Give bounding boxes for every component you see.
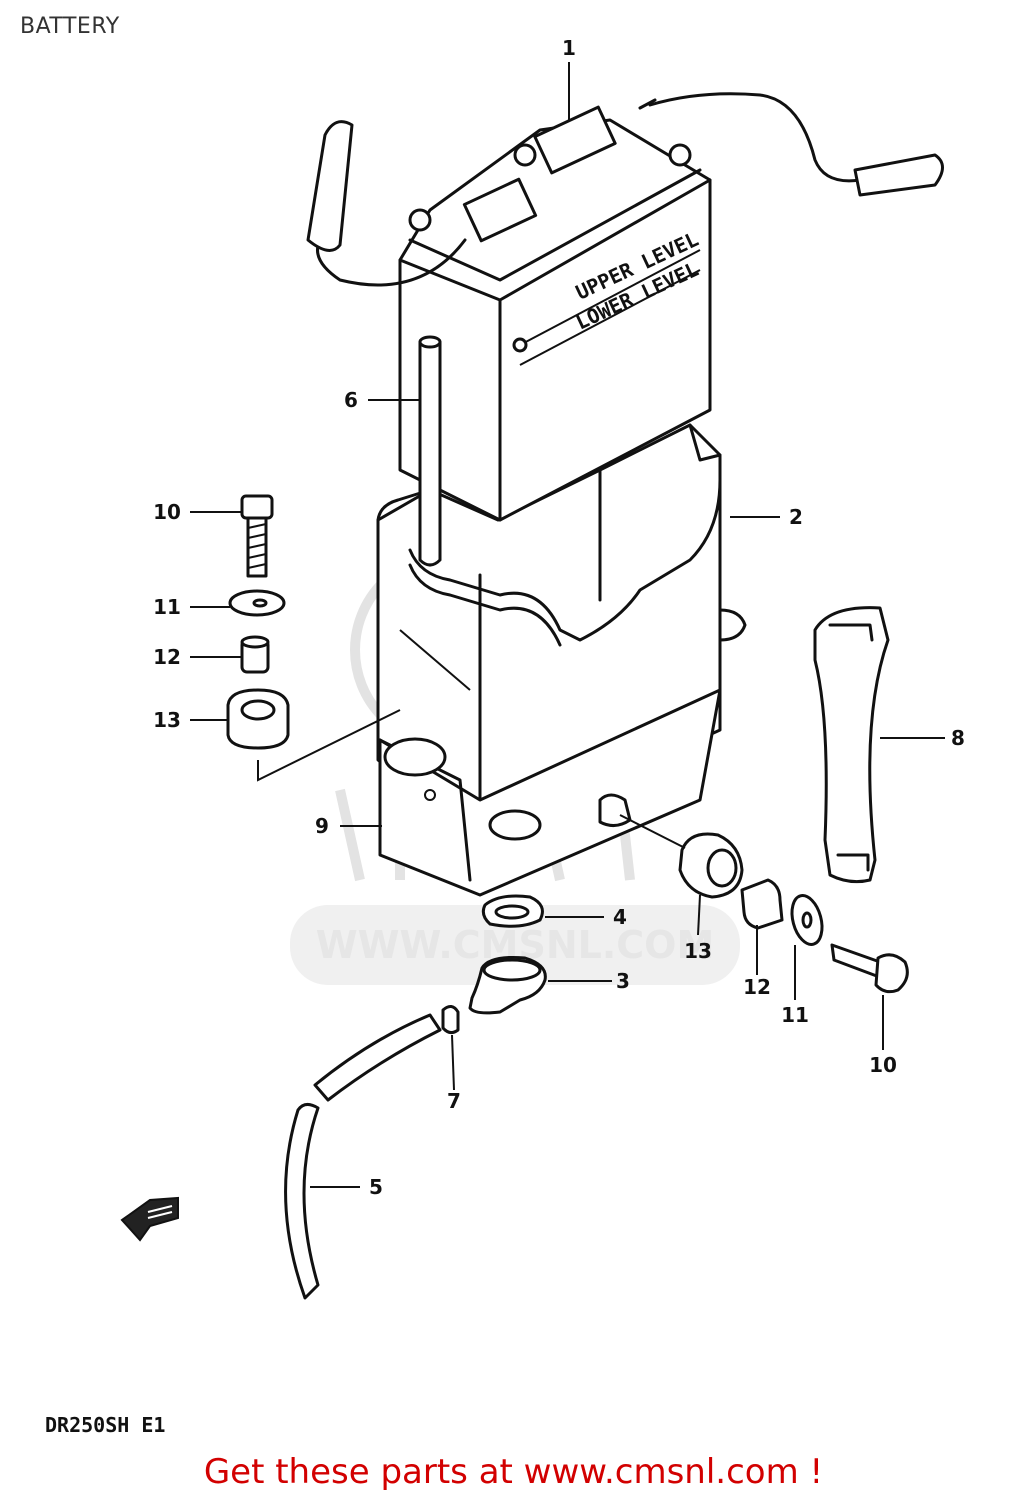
callout-7: 7 xyxy=(447,1089,461,1113)
callouts: 1 2 3 4 5 6 7 8 9 10 10 11 11 12 12 13 1… xyxy=(153,36,965,1199)
drain-fitting[interactable] xyxy=(468,956,547,1015)
battery[interactable]: UPPER LEVEL LOWER LEVEL xyxy=(398,105,712,522)
leader-cushion-left xyxy=(257,709,401,782)
model-code: DR250SH E1 xyxy=(45,1413,165,1437)
breather-hose[interactable] xyxy=(284,1013,442,1300)
callout-1: 1 xyxy=(562,36,576,60)
parts-diagram: WWW.CMSNL.COM UPPER LEVEL LOWER LEVEL xyxy=(45,36,965,1437)
bolt-right[interactable] xyxy=(830,943,909,994)
callout-13-right: 13 xyxy=(684,939,712,963)
callout-11-right: 11 xyxy=(781,1003,809,1027)
footer-link[interactable]: Get these parts at www.cmsnl.com ! xyxy=(203,1452,824,1492)
collar-right[interactable] xyxy=(740,878,784,930)
callout-10-left: 10 xyxy=(153,500,181,524)
hose-clip[interactable] xyxy=(441,1005,460,1035)
callout-9: 9 xyxy=(315,814,329,838)
callout-3: 3 xyxy=(616,969,630,993)
clamp[interactable] xyxy=(481,894,544,928)
front-arrow-icon xyxy=(120,1196,179,1242)
callout-5: 5 xyxy=(369,1175,383,1199)
bolt-left[interactable] xyxy=(240,494,274,578)
callout-12-right: 12 xyxy=(743,975,771,999)
callout-2: 2 xyxy=(789,505,803,529)
callout-10-right: 10 xyxy=(869,1053,897,1077)
cushion-right[interactable] xyxy=(678,832,744,899)
page-title: BATTERY xyxy=(20,14,120,39)
callout-6: 6 xyxy=(344,388,358,412)
washer-left[interactable] xyxy=(228,589,286,617)
vent-pipe[interactable] xyxy=(418,335,442,567)
leader-cushion-right xyxy=(619,814,686,849)
callout-8: 8 xyxy=(951,726,965,750)
battery-cables xyxy=(306,92,944,287)
callout-4: 4 xyxy=(613,905,627,929)
callout-12-left: 12 xyxy=(153,645,181,669)
battery-band[interactable] xyxy=(813,606,890,884)
washer-right[interactable] xyxy=(787,892,827,948)
callout-13-left: 13 xyxy=(153,708,181,732)
cushion-left[interactable] xyxy=(226,688,290,750)
callout-leaders xyxy=(190,62,945,1188)
callout-11-left: 11 xyxy=(153,595,181,619)
collar-left[interactable] xyxy=(240,635,270,674)
